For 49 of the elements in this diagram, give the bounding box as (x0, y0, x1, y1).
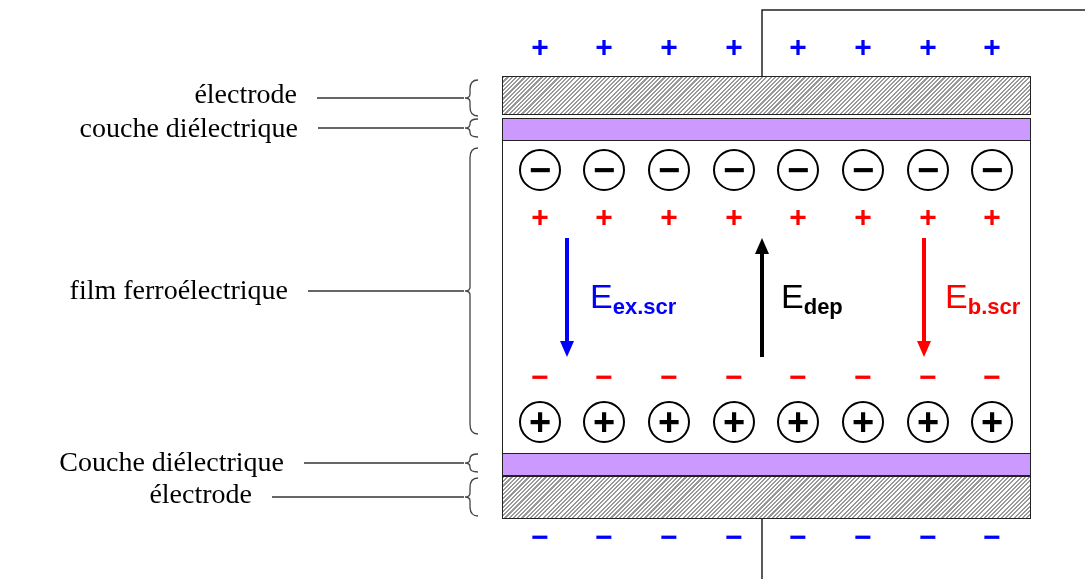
leader-line (317, 127, 465, 129)
charge-sign: + (854, 32, 872, 62)
charge-sign: + (725, 202, 743, 232)
leader-line (271, 496, 465, 498)
layer-label: électrode (194, 80, 297, 108)
charge-sign: − (854, 522, 872, 552)
charge-sign: − (725, 522, 743, 552)
charge-sign: + (919, 202, 937, 232)
field-label: E$_{b.scr}$ (945, 278, 1021, 318)
dielectric-layer (502, 118, 1031, 141)
field-label: E$_{dep}$ (781, 278, 843, 318)
charge-sign: − (531, 522, 549, 552)
charge-sign: + (595, 202, 613, 232)
charge-sign: − (983, 362, 1001, 392)
layer-label: Couche diélectrique (59, 448, 284, 476)
charge-sign: − (983, 522, 1001, 552)
leader-line (316, 97, 465, 99)
charge-sign: + (789, 32, 807, 62)
charge-sign: + (725, 32, 743, 62)
charge-sign: + (854, 202, 872, 232)
charge-sign: − (919, 362, 937, 392)
charge-sign: + (531, 32, 549, 62)
leader-line (303, 462, 465, 464)
charge-sign: − (660, 522, 678, 552)
charge-sign: − (919, 522, 937, 552)
charge-sign: + (660, 32, 678, 62)
charge-sign: − (854, 362, 872, 392)
charge-sign: + (919, 32, 937, 62)
leader-line (307, 290, 465, 292)
electrode-layer (502, 476, 1031, 519)
charge-sign: − (595, 522, 613, 552)
charge-sign: + (531, 202, 549, 232)
charge-sign: − (531, 362, 549, 392)
charge-sign: − (725, 362, 743, 392)
layer-label: électrode (149, 480, 252, 508)
charge-sign: + (660, 202, 678, 232)
charge-sign: + (983, 202, 1001, 232)
layer-label: couche diélectrique (79, 114, 298, 142)
charge-sign: − (595, 362, 613, 392)
electrode-layer (502, 76, 1031, 115)
charge-sign: + (983, 32, 1001, 62)
charge-sign: + (789, 202, 807, 232)
charge-sign: − (789, 522, 807, 552)
field-label: E$_{ex.scr}$ (590, 278, 677, 318)
layer-label: film ferroélectrique (69, 276, 288, 304)
charge-sign: − (789, 362, 807, 392)
charge-sign: + (595, 32, 613, 62)
dielectric-layer (502, 453, 1031, 476)
charge-sign: − (660, 362, 678, 392)
